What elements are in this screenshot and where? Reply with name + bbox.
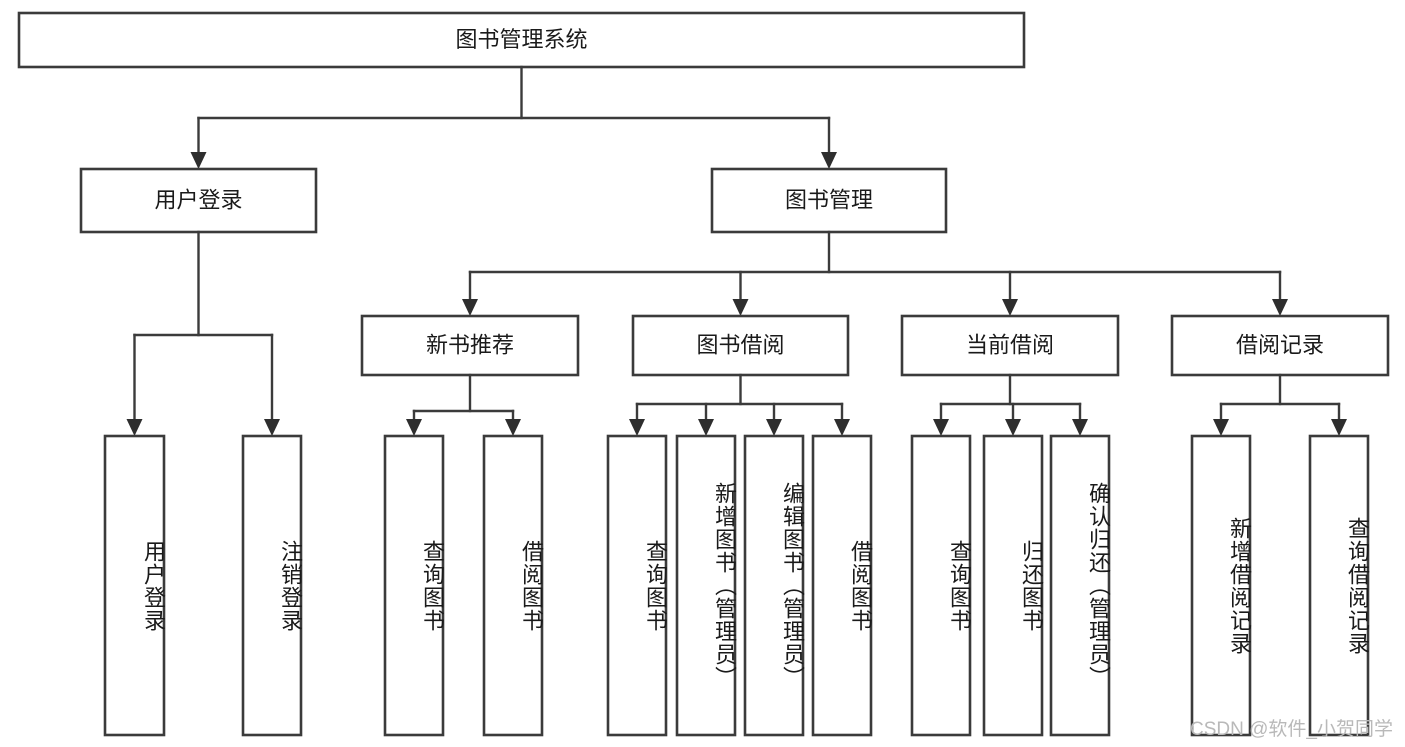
arrow-head-icon bbox=[821, 152, 837, 169]
arrow-head-icon bbox=[629, 419, 645, 436]
arrow-head-icon bbox=[126, 419, 143, 436]
node-box-leaf-3[interactable] bbox=[482, 434, 544, 737]
node-box-leaf-9[interactable] bbox=[982, 434, 1044, 737]
node-label-当前借阅: 当前借阅 bbox=[966, 332, 1054, 357]
node-label-借阅记录: 借阅记录 bbox=[1236, 332, 1324, 357]
arrow-head-icon bbox=[1213, 419, 1229, 436]
arrow-head-icon bbox=[462, 299, 478, 316]
arrow-head-icon bbox=[264, 419, 280, 436]
arrow-head-icon bbox=[1272, 299, 1288, 316]
node-box-leaf-1[interactable] bbox=[241, 434, 303, 737]
node-box-图书借阅[interactable] bbox=[631, 314, 850, 377]
node-box-leaf-7[interactable] bbox=[811, 434, 873, 737]
node-label-图书借阅: 图书借阅 bbox=[696, 332, 784, 357]
node-box-leaf-2[interactable] bbox=[383, 434, 445, 737]
arrow-head-icon bbox=[1331, 419, 1347, 436]
arrow-head-icon bbox=[933, 419, 949, 436]
arrow-head-icon bbox=[1002, 299, 1018, 316]
node-label-新书推荐: 新书推荐 bbox=[426, 332, 514, 357]
node-box-新书推荐[interactable] bbox=[360, 314, 580, 377]
node-box-图书管理[interactable] bbox=[710, 167, 948, 234]
arrow-head-icon bbox=[1005, 419, 1021, 436]
node-box-leaf-5[interactable] bbox=[675, 434, 737, 737]
watermark-text: CSDN @软件_小贺同学 bbox=[1190, 719, 1393, 740]
node-box-leaf-10[interactable] bbox=[1049, 434, 1111, 737]
node-box-leaf-0[interactable] bbox=[103, 434, 166, 737]
node-box-leaf-4[interactable] bbox=[606, 434, 668, 737]
arrow-head-icon bbox=[732, 299, 749, 316]
node-box-leaf-8[interactable] bbox=[910, 434, 972, 737]
node-box-图书管理系统[interactable] bbox=[17, 11, 1026, 69]
arrow-head-icon bbox=[190, 152, 207, 169]
arrow-head-icon bbox=[406, 419, 422, 436]
arrow-head-icon bbox=[698, 419, 714, 436]
arrow-head-icon bbox=[505, 419, 521, 436]
node-box-借阅记录[interactable] bbox=[1170, 314, 1390, 377]
arrow-head-icon bbox=[834, 419, 850, 436]
node-box-当前借阅[interactable] bbox=[900, 314, 1120, 377]
node-box-leaf-11[interactable] bbox=[1190, 434, 1252, 737]
node-label-图书管理: 图书管理 bbox=[785, 187, 873, 212]
arrow-head-icon bbox=[1072, 419, 1088, 436]
node-label-用户登录: 用户登录 bbox=[154, 187, 242, 212]
node-box-leaf-6[interactable] bbox=[743, 434, 805, 737]
node-label-图书管理系统: 图书管理系统 bbox=[455, 27, 587, 52]
arrow-head-icon bbox=[766, 419, 782, 436]
node-box-leaf-12[interactable] bbox=[1308, 434, 1370, 737]
